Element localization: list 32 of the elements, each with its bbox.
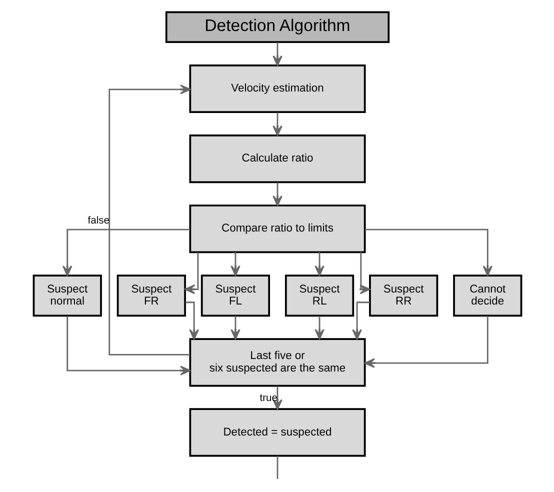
node-box: Suspect RL (284, 274, 354, 317)
node-box: Suspect normal (32, 274, 102, 317)
arrow (230, 316, 240, 340)
arrow (184, 302, 198, 340)
node-box: Suspect FL (200, 274, 270, 317)
node-box: Calculate ratio (188, 134, 366, 184)
arrow (272, 182, 282, 206)
node-box: Suspect FR (116, 274, 186, 317)
arrow (314, 316, 324, 340)
edge-label: false (87, 216, 109, 227)
edge-label: true (259, 393, 277, 404)
node-box: Compare ratio to limits (188, 204, 366, 254)
node-box: Cannot decide (452, 274, 522, 317)
arrow (184, 252, 198, 294)
arrow (230, 252, 240, 276)
arrow (62, 228, 190, 276)
connector (276, 456, 278, 479)
arrow (272, 112, 282, 136)
arrow (272, 386, 282, 410)
node-box: Detection Algorithm (164, 11, 390, 43)
arrow (66, 316, 190, 376)
arrow (272, 42, 282, 66)
node-box: Suspect RR (368, 274, 438, 317)
arrow (364, 228, 492, 276)
node-box: Velocity estimation (188, 64, 366, 114)
arrow (108, 84, 190, 356)
node-box: Last five or six suspected are the same (188, 338, 366, 387)
arrow (314, 252, 324, 276)
node-box: Detected = suspected (188, 408, 366, 457)
arrow (359, 252, 370, 294)
arrow (352, 302, 370, 340)
arrow (364, 316, 488, 368)
